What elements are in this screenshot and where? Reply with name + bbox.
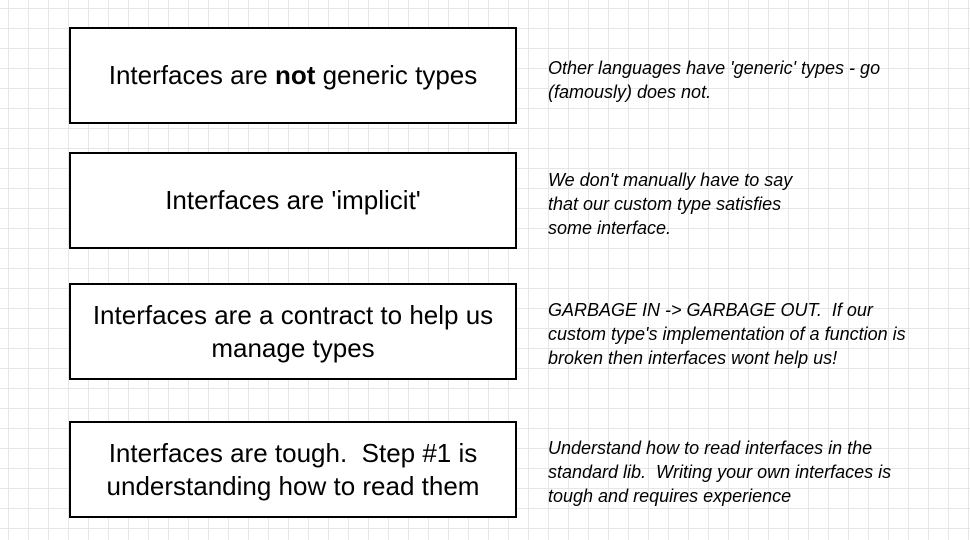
note-implicit: We don't manually have to say that our c… (548, 168, 958, 240)
note-line: that our custom type satisfies (548, 194, 782, 214)
statement-text-bold: not (274, 60, 316, 90)
note-generic-types: Other languages have 'generic' types - g… (548, 56, 958, 104)
statement-text: Interfaces are a contract to help us man… (93, 299, 493, 365)
statement-box-tough: Interfaces are tough. Step #1 is underst… (69, 421, 517, 518)
note-line: tough and requires experience (548, 486, 792, 506)
note-line: custom type's implementation of a functi… (548, 324, 906, 344)
statement-line: understanding how to read them (106, 470, 480, 501)
note-line: (famously) does not. (548, 82, 712, 102)
note-line: some interface. (548, 218, 672, 238)
statement-text-pre: Interfaces are (108, 60, 275, 90)
statement-text: Interfaces are 'implicit' (165, 185, 421, 215)
statement-line: manage types (211, 332, 375, 363)
note-line: broken then interfaces wont help us! (548, 348, 838, 368)
note-line: Understand how to read interfaces in the (548, 438, 873, 458)
statement-line: Interfaces are tough. Step #1 is (108, 437, 478, 468)
statement-text-post: generic types (315, 60, 478, 90)
statement-line: Interfaces are a contract to help us (92, 299, 494, 330)
note-garbage: GARBAGE IN -> GARBAGE OUT. If our custom… (548, 298, 958, 370)
note-line: standard lib. Writing your own interface… (548, 462, 892, 482)
note-line: Other languages have 'generic' types - g… (548, 58, 881, 78)
statement-box-implicit: Interfaces are 'implicit' (69, 152, 517, 249)
note-line: We don't manually have to say (548, 170, 793, 190)
statement-text: Interfaces are not generic types (109, 59, 478, 92)
statement-box-not-generic: Interfaces are not generic types (69, 27, 517, 124)
note-line: GARBAGE IN -> GARBAGE OUT. If our (548, 300, 873, 320)
statement-text: Interfaces are tough. Step #1 is underst… (107, 437, 480, 503)
note-read-interfaces: Understand how to read interfaces in the… (548, 436, 958, 508)
statement-box-contract: Interfaces are a contract to help us man… (69, 283, 517, 380)
